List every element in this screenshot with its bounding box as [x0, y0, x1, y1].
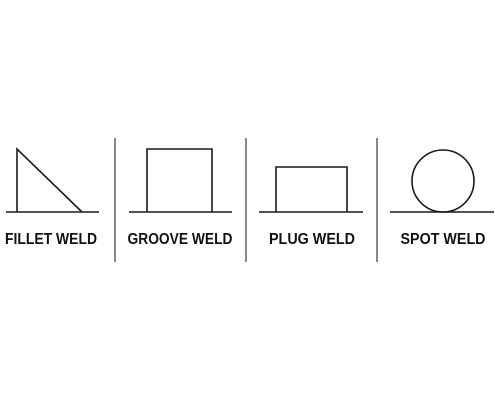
plug-weld-symbol	[259, 166, 363, 213]
spot-circle-icon	[411, 149, 475, 213]
groove-weld-symbol	[129, 148, 232, 213]
plug-rectangle-icon	[275, 166, 348, 212]
fillet-weld-symbol	[6, 147, 99, 213]
spot-weld-symbol	[390, 149, 494, 213]
groove-square-icon	[146, 148, 213, 212]
fillet-weld-label: FILLET WELD	[5, 231, 97, 248]
plug-weld-label: PLUG WELD	[269, 231, 355, 248]
spot-weld-label: SPOT WELD	[401, 231, 486, 248]
fillet-triangle-icon	[16, 147, 83, 213]
groove-weld-label: GROOVE WELD	[128, 231, 233, 248]
